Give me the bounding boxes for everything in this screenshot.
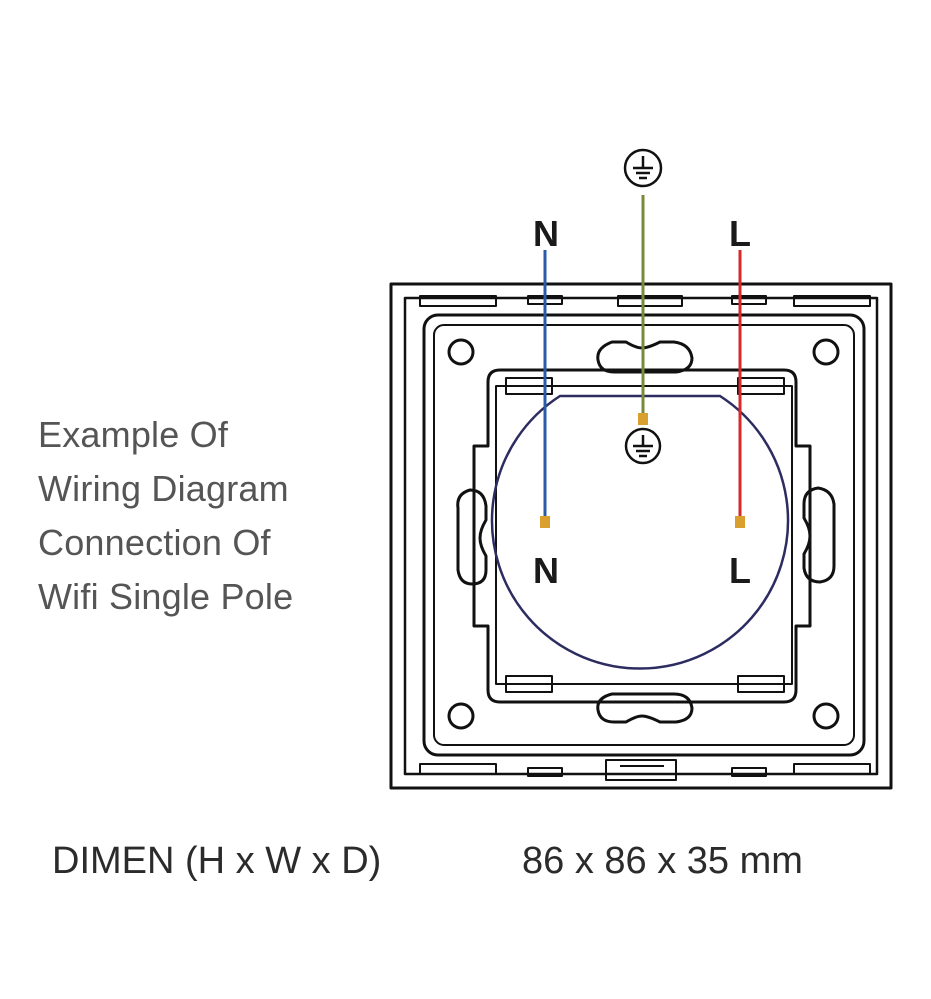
dimensions-value: 86 x 86 x 35 mm (522, 840, 803, 882)
mechanism-outline (490, 394, 790, 670)
earth-ground-icon (624, 427, 662, 465)
mount-slot-top (596, 340, 694, 374)
description-line-3: Connection Of (38, 522, 271, 563)
diagram-description: Example Of Wiring Diagram Connection Of … (38, 408, 293, 624)
frame-tab-bottom-mid-left (527, 767, 563, 777)
frame-tab-top-left (419, 295, 497, 307)
mount-slot-bottom (596, 692, 694, 724)
description-line-4: Wifi Single Pole (38, 576, 294, 617)
frame-tab-top-mid-right (731, 295, 767, 305)
frame-outer (389, 282, 893, 790)
mechanism (490, 394, 790, 670)
module-clip-top-right (737, 377, 785, 395)
description-line-2: Wiring Diagram (38, 468, 289, 509)
screw-hole-top-left (447, 338, 475, 366)
screw-hole-top-right (812, 338, 840, 366)
earth-terminal (638, 413, 648, 425)
screw-hole-bottom-right (812, 702, 840, 730)
frame-tab-bottom-right (793, 763, 871, 775)
earth-ground-icon (623, 148, 663, 188)
frame-tab-top-right (793, 295, 871, 307)
mount-slot-right (802, 486, 836, 584)
switch-frame (389, 282, 893, 790)
module-clip-top-left (505, 377, 553, 395)
neutral-label-bottom: N (533, 550, 559, 591)
frame-tab-bottom-mid-right (731, 767, 767, 777)
module-clip-bottom-left (505, 675, 553, 693)
frame-tab-top-center (617, 295, 683, 307)
module-housing (472, 368, 812, 704)
live-label-top: L (729, 213, 751, 254)
live-terminal (735, 516, 745, 528)
dimensions-label: DIMEN (H x W x D) (52, 840, 382, 882)
neutral-terminal (540, 516, 550, 528)
frame-tab-bottom-center (605, 759, 677, 781)
module-clip-bottom-right (737, 675, 785, 693)
neutral-label-top: N (533, 213, 559, 254)
description-line-1: Example Of (38, 414, 229, 455)
frame-tab-bottom-left (419, 763, 497, 775)
live-label-bottom: L (729, 550, 751, 591)
screw-hole-bottom-left (447, 702, 475, 730)
module-body (495, 385, 793, 685)
mount-slot-left (456, 488, 488, 586)
frame-inner (403, 296, 879, 776)
